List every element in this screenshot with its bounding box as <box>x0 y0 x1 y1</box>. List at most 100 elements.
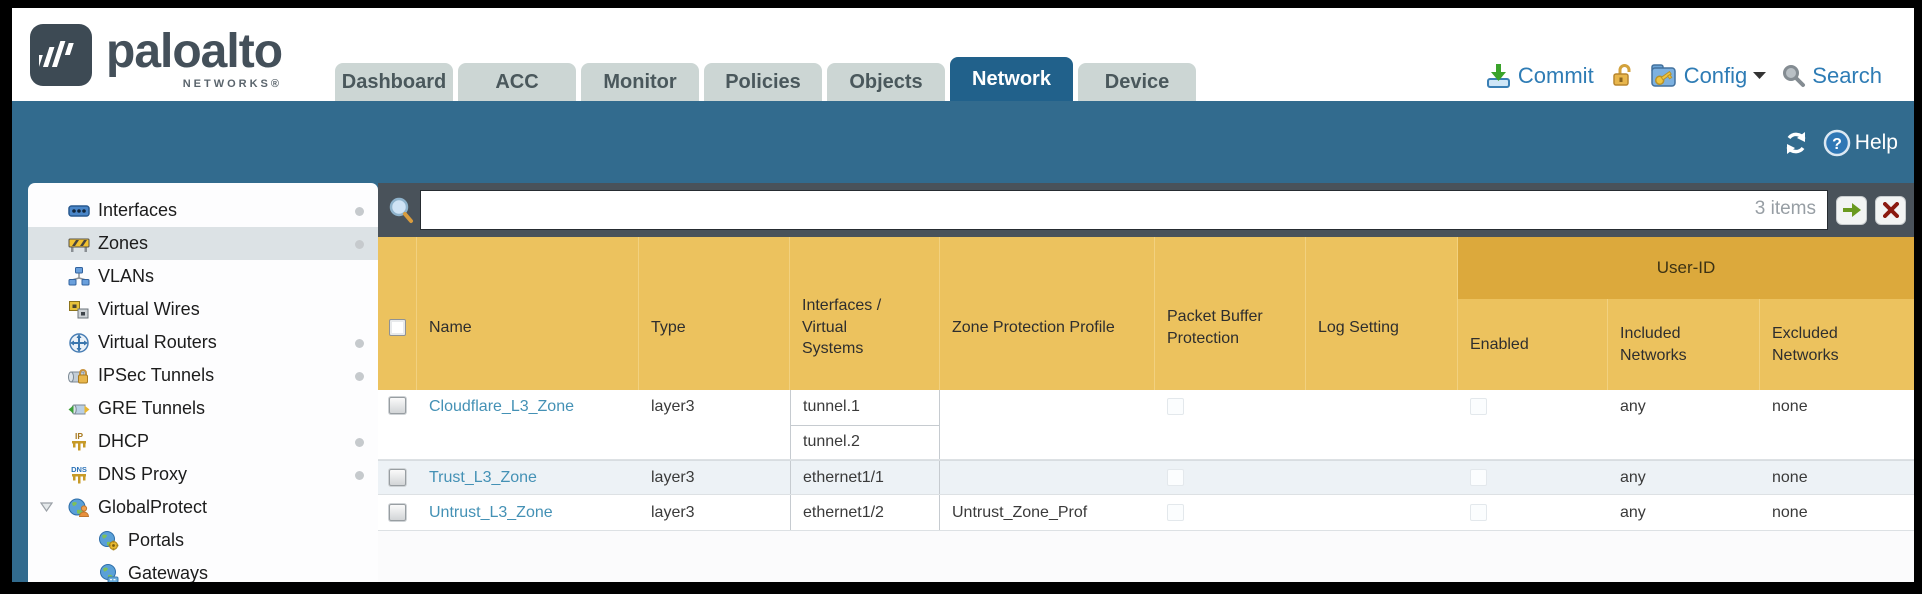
apply-filter-button[interactable] <box>1836 195 1867 225</box>
commit-icon <box>1485 62 1512 89</box>
row-checkbox[interactable] <box>389 469 406 486</box>
log-setting <box>1306 495 1458 530</box>
sidebar-item-zones[interactable]: Zones <box>28 227 378 260</box>
column-header-packet-buffer-protection[interactable]: Packet Buffer Protection <box>1155 237 1306 390</box>
search-action[interactable]: Search <box>1781 63 1882 89</box>
sidebar-item-portals[interactable]: Portals <box>28 524 378 557</box>
user-id-enabled-checkbox[interactable] <box>1470 504 1487 521</box>
submenu-dot <box>355 471 364 480</box>
zones-table-header: User-ID Name Type Interfaces / Virtual S… <box>378 237 1914 390</box>
column-header-included-networks[interactable]: Included Networks <box>1608 237 1760 390</box>
sidebar-item-virtual-routers[interactable]: Virtual Routers <box>28 326 378 359</box>
search-label: Search <box>1812 62 1882 88</box>
sidebar-label: Portals <box>128 530 185 550</box>
sidebar-list: Interfaces Zones <box>28 194 378 582</box>
included-networks: any <box>1620 503 1646 521</box>
filter-search-icon <box>388 196 414 224</box>
row-checkbox[interactable] <box>389 397 406 414</box>
zone-type: layer3 <box>651 503 695 521</box>
column-header-name[interactable]: Name <box>417 237 639 390</box>
gateways-icon <box>98 563 120 582</box>
commit-label: Commit <box>1517 62 1594 88</box>
table-row-trust[interactable]: Trust_L3_Zone layer3 ethernet1/1 any non… <box>378 460 1914 495</box>
row-checkbox[interactable] <box>389 504 406 521</box>
column-header-interfaces[interactable]: Interfaces / Virtual Systems <box>790 237 940 390</box>
sidebar-item-gateways[interactable]: Gateways <box>28 557 378 582</box>
log-setting <box>1306 461 1458 494</box>
tab-network[interactable]: Network <box>950 57 1073 101</box>
portals-icon <box>98 530 120 552</box>
sidebar-item-vlans[interactable]: VLANs <box>28 260 378 293</box>
excluded-networks: none <box>1772 398 1808 415</box>
ipsec-tunnels-icon <box>68 365 90 387</box>
top-header-bar: paloalto NETWORKS® Dashboard ACC Monitor… <box>12 8 1914 101</box>
zone-protection-profile: Untrust_Zone_Prof <box>952 503 1088 521</box>
refresh-icon[interactable] <box>1783 130 1809 156</box>
dns-proxy-icon: DNS <box>68 464 90 486</box>
zone-name-link[interactable]: Untrust_L3_Zone <box>429 503 553 521</box>
brand-name: paloalto <box>106 25 283 78</box>
svg-text:IP: IP <box>75 431 83 441</box>
packet-buffer-protection-checkbox[interactable] <box>1167 398 1184 415</box>
tab-monitor[interactable]: Monitor <box>581 63 699 101</box>
column-header-zone-protection-profile[interactable]: Zone Protection Profile <box>940 237 1155 390</box>
table-row-untrust[interactable]: Untrust_L3_Zone layer3 ethernet1/2 Untru… <box>378 495 1914 531</box>
submenu-dot <box>355 339 364 348</box>
main-nav-tabs: Dashboard ACC Monitor Policies Objects N… <box>335 57 1196 101</box>
sidebar-label: GlobalProtect <box>98 497 208 517</box>
sidebar-item-virtual-wires[interactable]: Virtual Wires <box>28 293 378 326</box>
sidebar-item-interfaces[interactable]: Interfaces <box>28 194 378 227</box>
sidebar-item-ipsec-tunnels[interactable]: IPSec Tunnels <box>28 359 378 392</box>
sidebar-label: VLANs <box>98 266 155 286</box>
help-label: Help <box>1854 131 1898 154</box>
zone-name-link[interactable]: Trust_L3_Zone <box>429 468 537 486</box>
user-id-enabled-checkbox[interactable] <box>1470 398 1487 415</box>
column-header-log-setting[interactable]: Log Setting <box>1306 237 1458 390</box>
column-header-excluded-networks[interactable]: Excluded Networks <box>1772 324 1839 364</box>
sidebar-label: IPSec Tunnels <box>98 365 215 385</box>
interface-item: ethernet1/2 <box>803 503 884 521</box>
zone-type: layer3 <box>651 398 695 415</box>
user-id-enabled-checkbox[interactable] <box>1470 469 1487 486</box>
select-all-checkbox[interactable] <box>388 319 406 336</box>
column-header-type[interactable]: Type <box>639 237 790 390</box>
sidebar-label: Interfaces <box>98 200 178 220</box>
zone-protection-profile <box>940 390 1155 459</box>
interfaces-icon <box>68 200 90 222</box>
tab-objects[interactable]: Objects <box>827 63 945 101</box>
log-setting <box>1306 390 1458 459</box>
filter-input[interactable] <box>420 190 1828 230</box>
packet-buffer-protection-checkbox[interactable] <box>1167 504 1184 521</box>
dhcp-icon: IP <box>68 431 90 453</box>
help-button[interactable]: ? Help <box>1823 129 1898 157</box>
config-button[interactable]: Config <box>1650 63 1767 89</box>
gre-tunnels-icon <box>68 398 90 420</box>
included-networks: any <box>1620 468 1646 486</box>
tab-device[interactable]: Device <box>1078 63 1196 101</box>
tab-dashboard[interactable]: Dashboard <box>335 63 453 101</box>
table-row-cloudflare[interactable]: Cloudflare_L3_Zone layer3 tunnel.1 tunne… <box>378 390 1914 460</box>
tab-acc[interactable]: ACC <box>458 63 576 101</box>
user-id-group-header: User-ID <box>1458 237 1914 299</box>
interface-item: tunnel.2 <box>791 424 939 460</box>
help-icon: ? <box>1823 129 1851 157</box>
sidebar-item-dhcp[interactable]: IP DHCP <box>28 425 378 458</box>
column-header-enabled[interactable]: Enabled <box>1458 237 1608 390</box>
sidebar-label: DNS Proxy <box>98 464 188 484</box>
sidebar-item-globalprotect[interactable]: GlobalProtect <box>28 491 378 524</box>
paloalto-logo-icon <box>30 24 92 86</box>
sidebar-item-gre-tunnels[interactable]: GRE Tunnels <box>28 392 378 425</box>
excluded-networks: none <box>1772 503 1808 521</box>
lock-icon[interactable] <box>1609 62 1635 89</box>
app-window: paloalto NETWORKS® Dashboard ACC Monitor… <box>12 8 1914 582</box>
clear-filter-button[interactable] <box>1875 195 1906 225</box>
sidebar-item-dns-proxy[interactable]: DNS DNS Proxy <box>28 458 378 491</box>
expander-triangle-icon[interactable] <box>40 502 53 512</box>
packet-buffer-protection-checkbox[interactable] <box>1167 469 1184 486</box>
sidebar-label: GRE Tunnels <box>98 398 206 418</box>
commit-button[interactable]: Commit <box>1485 62 1594 89</box>
tab-policies[interactable]: Policies <box>704 63 822 101</box>
zone-name-link[interactable]: Cloudflare_L3_Zone <box>429 398 574 415</box>
select-all-cell <box>378 237 417 390</box>
network-sidebar: Interfaces Zones <box>28 183 378 582</box>
